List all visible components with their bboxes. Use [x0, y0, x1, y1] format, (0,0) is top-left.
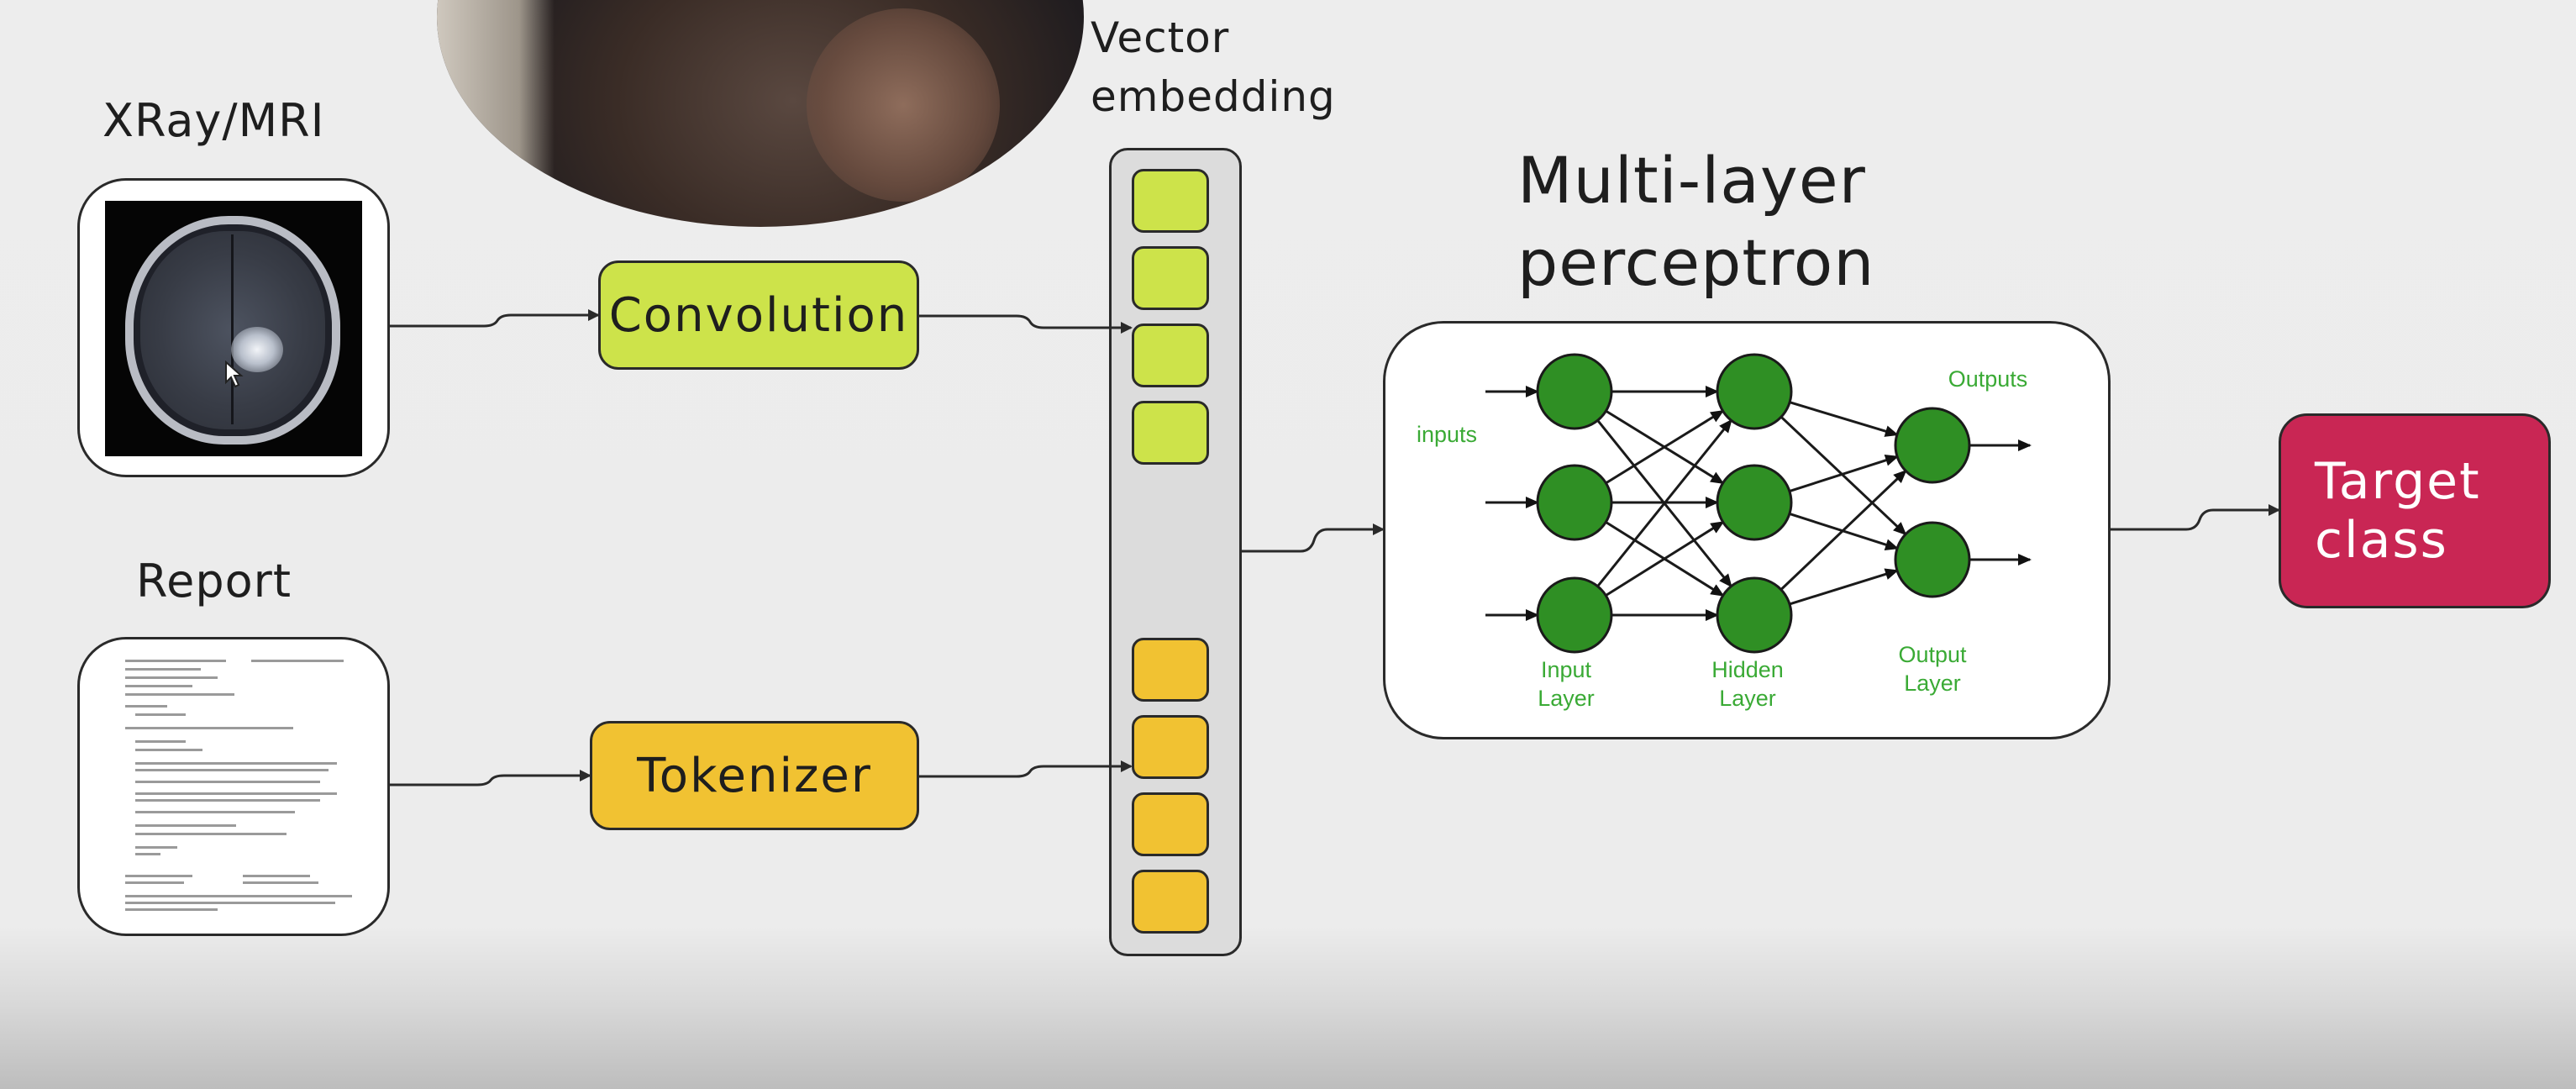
report-text-line: [243, 875, 310, 877]
vector-embedding-column: [1109, 148, 1242, 956]
xray-image-frame: [77, 178, 390, 477]
report-document-image: [117, 653, 362, 918]
report-text-line: [125, 660, 226, 662]
arrow-tokenizer-to-embedding: [919, 760, 1133, 778]
arrow-xray-to-convolution: [390, 309, 600, 328]
presenter-webcam: [437, 0, 1084, 227]
mlp-node-input-3: [1536, 576, 1613, 654]
mlp-node-hidden-2: [1716, 464, 1793, 541]
mri-midline: [231, 234, 234, 424]
report-text-line: [125, 693, 234, 696]
report-text-line: [243, 881, 318, 884]
mlp-edge-hidden-output: [1780, 469, 1907, 591]
convolution-box: Convolution: [598, 260, 919, 370]
embedding-cell-text-2: [1132, 715, 1209, 779]
xray-mri-label: XRay/MRI: [103, 94, 325, 147]
mlp-edge-hidden-output: [1780, 416, 1907, 536]
mlp-output-layer-label-line1: Output: [1898, 642, 1967, 667]
report-text-line: [135, 792, 337, 795]
mlp-edge-hidden-output: [1789, 455, 1900, 492]
report-text-line: [135, 811, 295, 813]
report-text-line: [125, 685, 192, 687]
vector-embedding-label-line1: Vector: [1091, 13, 1230, 62]
embedding-cell-image-4: [1132, 401, 1209, 465]
report-text-line: [125, 908, 218, 911]
report-text-line: [125, 875, 192, 877]
embedding-cell-image-2: [1132, 246, 1209, 310]
report-label: Report: [136, 555, 292, 608]
target-class-label-line2: class: [2315, 511, 2448, 570]
report-text-line: [125, 705, 167, 708]
report-text-line: [125, 881, 184, 884]
mlp-input-layer-label-line1: Input: [1541, 657, 1592, 682]
report-document-frame: [77, 637, 390, 936]
mlp-node-input-1: [1536, 353, 1613, 430]
report-text-line: [135, 740, 186, 743]
report-text-line: [135, 762, 337, 765]
mlp-inputs-label: inputs: [1417, 422, 1477, 447]
mlp-node-hidden-1: [1716, 353, 1793, 430]
presenter-wall: [437, 0, 555, 227]
embedding-cell-text-4: [1132, 870, 1209, 934]
mlp-node-output-1: [1894, 407, 1971, 484]
report-text-line: [135, 781, 320, 783]
tokenizer-label: Tokenizer: [637, 748, 872, 803]
report-text-line: [125, 668, 201, 671]
mlp-outputs-label: Outputs: [1948, 366, 2028, 392]
report-text-line: [135, 853, 160, 855]
mlp-title-line1: Multi-layer: [1517, 143, 1866, 218]
report-text-line: [135, 799, 320, 802]
mlp-edge-input-hidden: [1605, 409, 1725, 485]
report-text-line: [135, 713, 186, 716]
report-text-line: [125, 895, 352, 897]
target-class-box: Target class: [2279, 413, 2551, 608]
mlp-edge-hidden-output: [1789, 401, 1899, 437]
vector-embedding-label-line2: embedding: [1091, 72, 1336, 121]
mlp-node-hidden-3: [1716, 576, 1793, 654]
presenter-hand: [807, 8, 1000, 202]
target-class-label-line1: Target: [2315, 452, 2481, 511]
mlp-hidden-layer-label-line2: Layer: [1719, 686, 1776, 711]
report-text-line: [135, 824, 236, 827]
mlp-edge-input-hidden: [1605, 521, 1725, 597]
mlp-edge-hidden-output: [1789, 568, 1899, 606]
report-text-line: [125, 902, 335, 904]
mlp-edge-input-hidden: [1596, 418, 1732, 587]
report-text-line: [125, 727, 293, 729]
convolution-label: Convolution: [608, 287, 909, 343]
report-text-line: [251, 660, 344, 662]
report-text-line: [135, 846, 177, 849]
embedding-cell-image-3: [1132, 324, 1209, 387]
mlp-input-layer-label-line2: Layer: [1538, 686, 1595, 711]
arrow-convolution-to-embedding: [919, 314, 1133, 334]
mlp-node-output-2: [1894, 521, 1971, 598]
embedding-cell-text-3: [1132, 792, 1209, 856]
arrow-mlp-to-target: [2111, 504, 2280, 531]
mri-lesion: [231, 327, 283, 372]
arrow-report-to-tokenizer: [390, 770, 591, 786]
embedding-cell-text-1: [1132, 638, 1209, 702]
embedding-cell-image-1: [1132, 169, 1209, 233]
report-text-line: [135, 769, 329, 771]
tokenizer-box: Tokenizer: [590, 721, 919, 830]
mouse-cursor-icon: [225, 360, 244, 388]
report-text-line: [135, 749, 202, 751]
mlp-node-input-2: [1536, 464, 1613, 541]
arrow-embedding-to-mlp: [1242, 523, 1385, 553]
mlp-title-line2: perceptron: [1517, 225, 1875, 300]
report-text-line: [135, 833, 287, 835]
mri-scan-image: [105, 201, 362, 456]
mlp-output-layer-label-line2: Layer: [1904, 671, 1961, 696]
report-text-line: [125, 676, 218, 679]
mlp-hidden-layer-label-line1: Hidden: [1711, 657, 1784, 682]
